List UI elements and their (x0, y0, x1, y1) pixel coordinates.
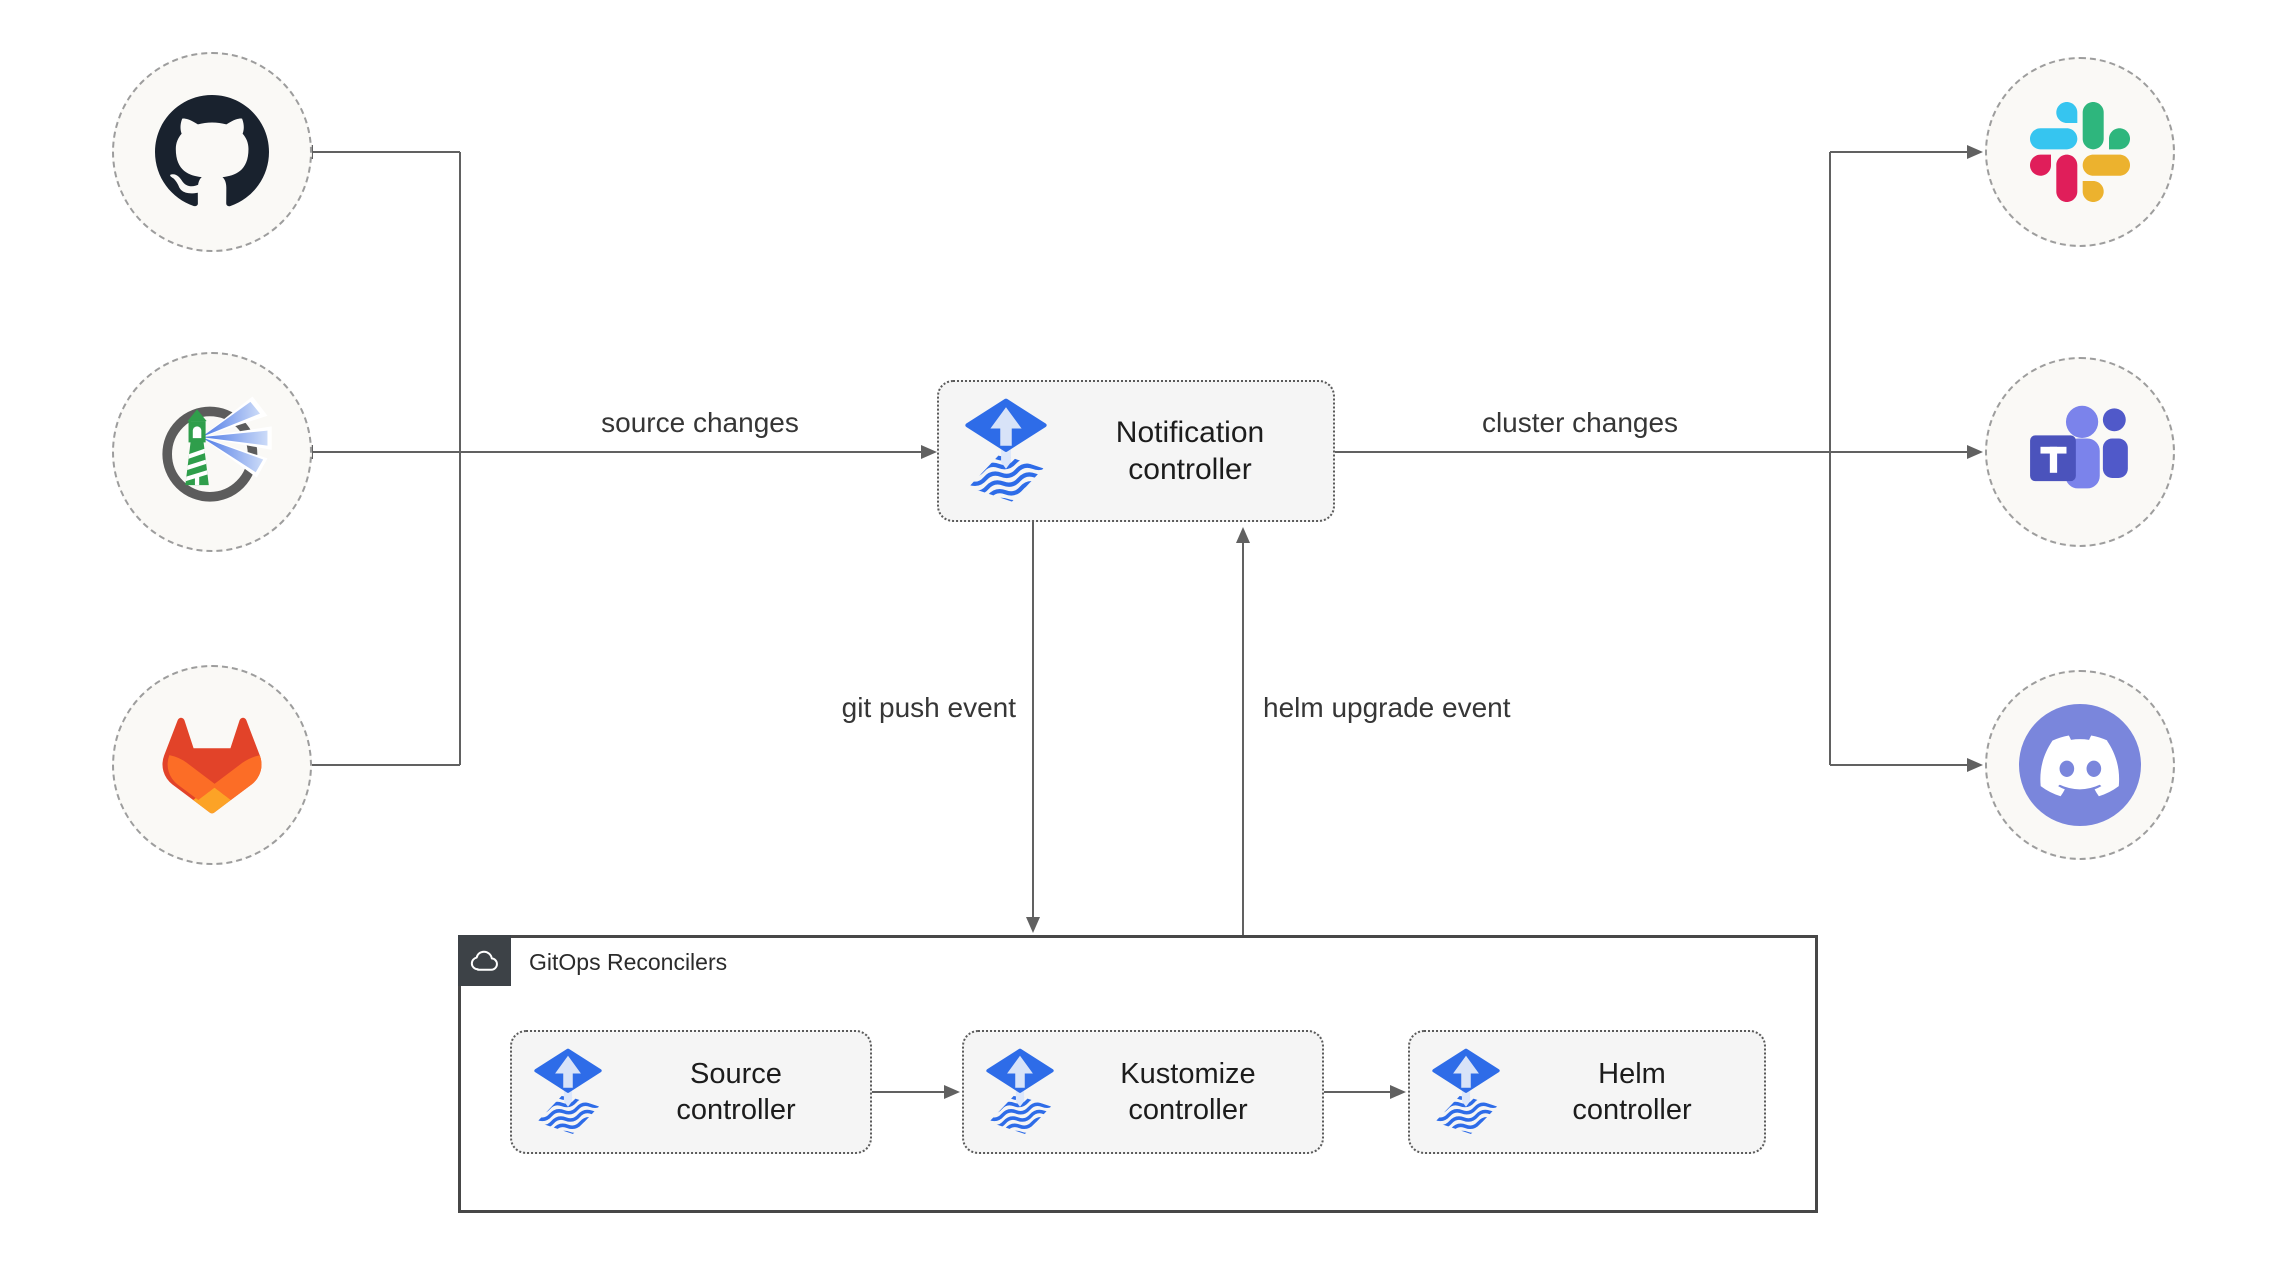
slack-icon (2030, 102, 2130, 202)
harbor-icon (148, 388, 276, 516)
github-icon (155, 95, 269, 209)
git-push-event-arrow (1026, 522, 1040, 933)
flux-icon (1432, 1048, 1500, 1137)
notification-controller-box: Notification controller (937, 380, 1335, 522)
discord-icon (2019, 704, 2141, 826)
node-gitlab (112, 665, 312, 865)
node-github (112, 52, 312, 252)
kustomize-controller-label: Kustomize controller (1120, 1058, 1256, 1126)
node-harbor (112, 352, 312, 552)
source-controller-label: Source controller (676, 1058, 796, 1126)
gitlab-icon (114, 663, 310, 868)
flux-icon (965, 398, 1047, 505)
notification-controller-label: Notification controller (1115, 416, 1265, 486)
flux-icon (534, 1048, 602, 1137)
source-controller-box: Source controller (510, 1030, 872, 1154)
gitops-reconcilers-title: GitOps Reconcilers (529, 949, 728, 975)
node-discord (1985, 670, 2175, 860)
edge-label-cluster-changes: cluster changes (1481, 407, 1679, 438)
cluster-changes-arrow (1335, 445, 1983, 459)
helm-controller-box: Helm controller (1408, 1030, 1766, 1154)
right-bus-wire (1829, 145, 1983, 772)
node-slack (1985, 57, 2175, 247)
kustomize-controller-box: Kustomize controller (962, 1030, 1324, 1154)
gitops-reconcilers-badge (458, 935, 511, 986)
edge-label-git-push-event: git push event (841, 692, 1016, 723)
flux-icon (986, 1048, 1054, 1137)
cloud-icon (468, 947, 502, 974)
gitops-reconcilers-container: GitOps Reconcilers (458, 935, 1818, 1213)
source-changes-arrow (312, 445, 937, 459)
helm-controller-label: Helm controller (1572, 1058, 1692, 1126)
ms-teams-icon (2028, 404, 2132, 500)
edge-label-source-changes: source changes (601, 407, 799, 438)
node-microsoft-teams (1985, 357, 2175, 547)
edge-label-helm-upgrade-event: helm upgrade event (1263, 692, 1511, 723)
helm-upgrade-event-arrow (1236, 527, 1250, 935)
left-bus-wire (308, 145, 461, 772)
